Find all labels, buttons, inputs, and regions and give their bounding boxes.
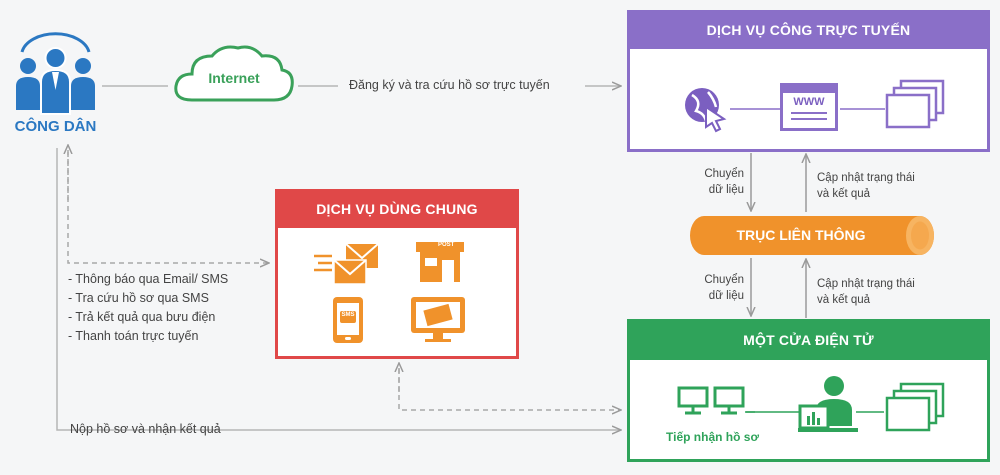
online-payment-icon — [411, 297, 465, 343]
submit-arrow — [56, 148, 620, 430]
integration-bus[interactable]: TRỤC LIÊN THÔNG — [684, 215, 940, 256]
sms-phone-icon: SMS — [333, 297, 363, 343]
shared-service-box[interactable]: DỊCH VỤ DÙNG CHUNG POST SMS — [275, 189, 519, 359]
bus-label: TRỤC LIÊN THÔNG — [736, 227, 866, 243]
shared-onestop-dashed — [398, 368, 620, 410]
officer-desk-icon — [798, 376, 858, 432]
citizen-group-icon — [16, 32, 95, 115]
online-service-icons — [730, 108, 885, 110]
email-icon — [314, 243, 379, 285]
online-flow-label: Đăng ký và tra cứu hồ sơ trực tuyến — [349, 78, 550, 92]
internet-cloud[interactable]: Internet — [168, 40, 300, 112]
shared-dashed-arrow — [67, 152, 268, 263]
citizen-node[interactable]: CÔNG DÂN — [8, 30, 103, 145]
stacked-screens-icon — [885, 79, 945, 129]
bus-cylinder-shape — [690, 216, 934, 255]
feature-item: - Trả kết quả qua bưu điện — [68, 310, 216, 324]
post-office-icon: POST — [416, 242, 464, 282]
globe-cursor-icon — [685, 88, 727, 133]
result-screens-icon — [885, 382, 945, 432]
cloud-icon — [174, 45, 294, 102]
feature-item: - Thanh toán trực tuyến — [68, 329, 199, 343]
post-label: POST — [438, 242, 455, 248]
internet-label: Internet — [208, 70, 260, 86]
online-service-box[interactable]: DỊCH VỤ CÔNG TRỰC TUYẾN WWW — [627, 10, 990, 152]
shared-service-title: DỊCH VỤ DÙNG CHUNG — [278, 192, 516, 228]
feature-item: - Thông báo qua Email/ SMS — [68, 272, 229, 286]
submit-label: Nộp hồ sơ và nhận kết quả — [70, 422, 221, 436]
citizen-label: CÔNG DÂN — [14, 118, 97, 135]
www-label: WWW — [793, 96, 825, 108]
browser-window-icon: WWW — [780, 83, 838, 131]
reception-label: Tiếp nhận hồ sơ — [666, 430, 759, 444]
online-service-title: DỊCH VỤ CÔNG TRỰC TUYẾN — [630, 13, 987, 49]
reception-computers-icon — [677, 386, 755, 415]
feature-item: - Tra cứu hồ sơ qua SMS — [68, 291, 209, 305]
one-stop-box[interactable]: MỘT CỬA ĐIỆN TỬ Tiếp nhận hồ sơ — [627, 319, 990, 462]
sms-label: SMS — [341, 312, 355, 318]
one-stop-title: MỘT CỬA ĐIỆN TỬ — [630, 322, 987, 360]
shared-features-list: - Thông báo qua Email/ SMS - Tra cứu hồ … — [68, 270, 228, 346]
one-stop-lines — [746, 411, 884, 413]
